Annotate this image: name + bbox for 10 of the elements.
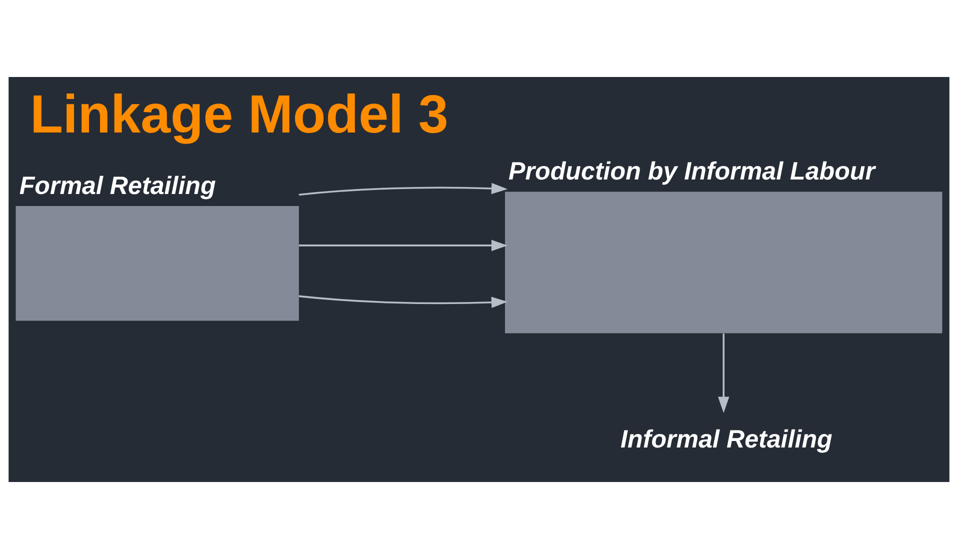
arrow (718, 334, 730, 413)
node-label: Production by Informal Labour (508, 158, 876, 186)
node-text: Informal Retailing (620, 425, 832, 454)
diagram-title: Linkage Model 3 (30, 84, 448, 145)
arrow (298, 295, 508, 308)
arrow (298, 240, 508, 252)
arrow (298, 182, 508, 196)
node-box (504, 192, 942, 334)
node-label: Formal Retailing (19, 172, 216, 200)
node-box (16, 206, 299, 321)
